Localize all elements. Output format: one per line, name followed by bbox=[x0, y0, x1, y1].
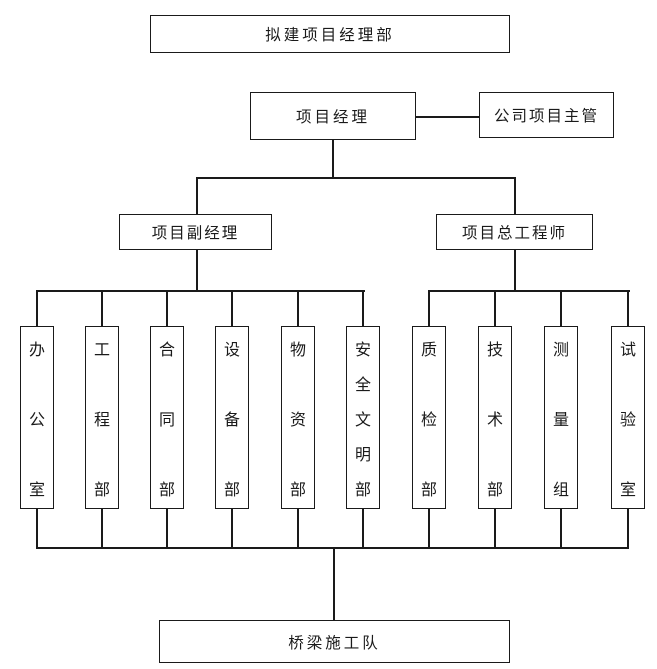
dept-box-lab: 试验室 bbox=[611, 326, 645, 509]
dept-label: 办公室 bbox=[28, 342, 45, 499]
connector-drop bbox=[297, 290, 299, 326]
connector-level2-bus bbox=[196, 177, 515, 179]
dept-box-office: 办公室 bbox=[20, 326, 54, 509]
dept-label: 工程部 bbox=[93, 342, 110, 499]
dept-box-contract: 合同部 bbox=[150, 326, 184, 509]
connector-pm-supervisor bbox=[416, 116, 479, 118]
connector-team-drop bbox=[333, 547, 335, 620]
dept-label: 设备部 bbox=[223, 342, 240, 499]
dept-label: 质检部 bbox=[420, 342, 437, 499]
connector-stub bbox=[627, 509, 629, 547]
dept-label: 试验室 bbox=[619, 342, 636, 499]
connector-pm-down bbox=[332, 140, 334, 178]
connector-deputy-feed bbox=[196, 177, 198, 214]
connector-stub bbox=[166, 509, 168, 547]
node-headquarters: 拟建项目经理部 bbox=[150, 15, 510, 53]
node-chief-engineer: 项目总工程师 bbox=[436, 214, 593, 250]
connector-drop bbox=[36, 290, 38, 326]
connector-stub bbox=[362, 509, 364, 547]
connector-drop bbox=[166, 290, 168, 326]
connector-deputy-down bbox=[196, 250, 198, 290]
connector-right-bus bbox=[429, 290, 630, 292]
dept-box-technical: 技术部 bbox=[478, 326, 512, 509]
connector-drop bbox=[231, 290, 233, 326]
connector-drop bbox=[101, 290, 103, 326]
connector-drop bbox=[560, 290, 562, 326]
dept-box-quality: 质检部 bbox=[412, 326, 446, 509]
connector-drop bbox=[627, 290, 629, 326]
connector-drop bbox=[494, 290, 496, 326]
dept-box-materials: 物资部 bbox=[281, 326, 315, 509]
connector-left-bus bbox=[36, 290, 365, 292]
connector-stub bbox=[494, 509, 496, 547]
dept-box-survey: 测量组 bbox=[544, 326, 578, 509]
connector-drop bbox=[362, 290, 364, 326]
connector-chief-down bbox=[514, 250, 516, 290]
connector-drop bbox=[428, 290, 430, 326]
dept-label: 技术部 bbox=[486, 342, 503, 499]
node-deputy-manager: 项目副经理 bbox=[119, 214, 272, 250]
connector-stub bbox=[428, 509, 430, 547]
dept-box-safety: 安全文明部 bbox=[346, 326, 380, 509]
connector-stub bbox=[101, 509, 103, 547]
dept-label: 合同部 bbox=[158, 342, 175, 499]
dept-label: 物资部 bbox=[289, 342, 306, 499]
dept-box-equipment: 设备部 bbox=[215, 326, 249, 509]
node-construction-team: 桥梁施工队 bbox=[159, 620, 510, 663]
connector-chief-feed bbox=[514, 177, 516, 214]
dept-box-engineering: 工程部 bbox=[85, 326, 119, 509]
connector-stub bbox=[297, 509, 299, 547]
connector-stub bbox=[560, 509, 562, 547]
connector-stub bbox=[36, 509, 38, 547]
dept-label: 安全文明部 bbox=[354, 342, 371, 499]
node-company-supervisor: 公司项目主管 bbox=[479, 92, 614, 138]
dept-label: 测量组 bbox=[552, 342, 569, 499]
node-project-manager: 项目经理 bbox=[250, 92, 416, 140]
connector-collect-bus bbox=[36, 547, 629, 549]
connector-stub bbox=[231, 509, 233, 547]
